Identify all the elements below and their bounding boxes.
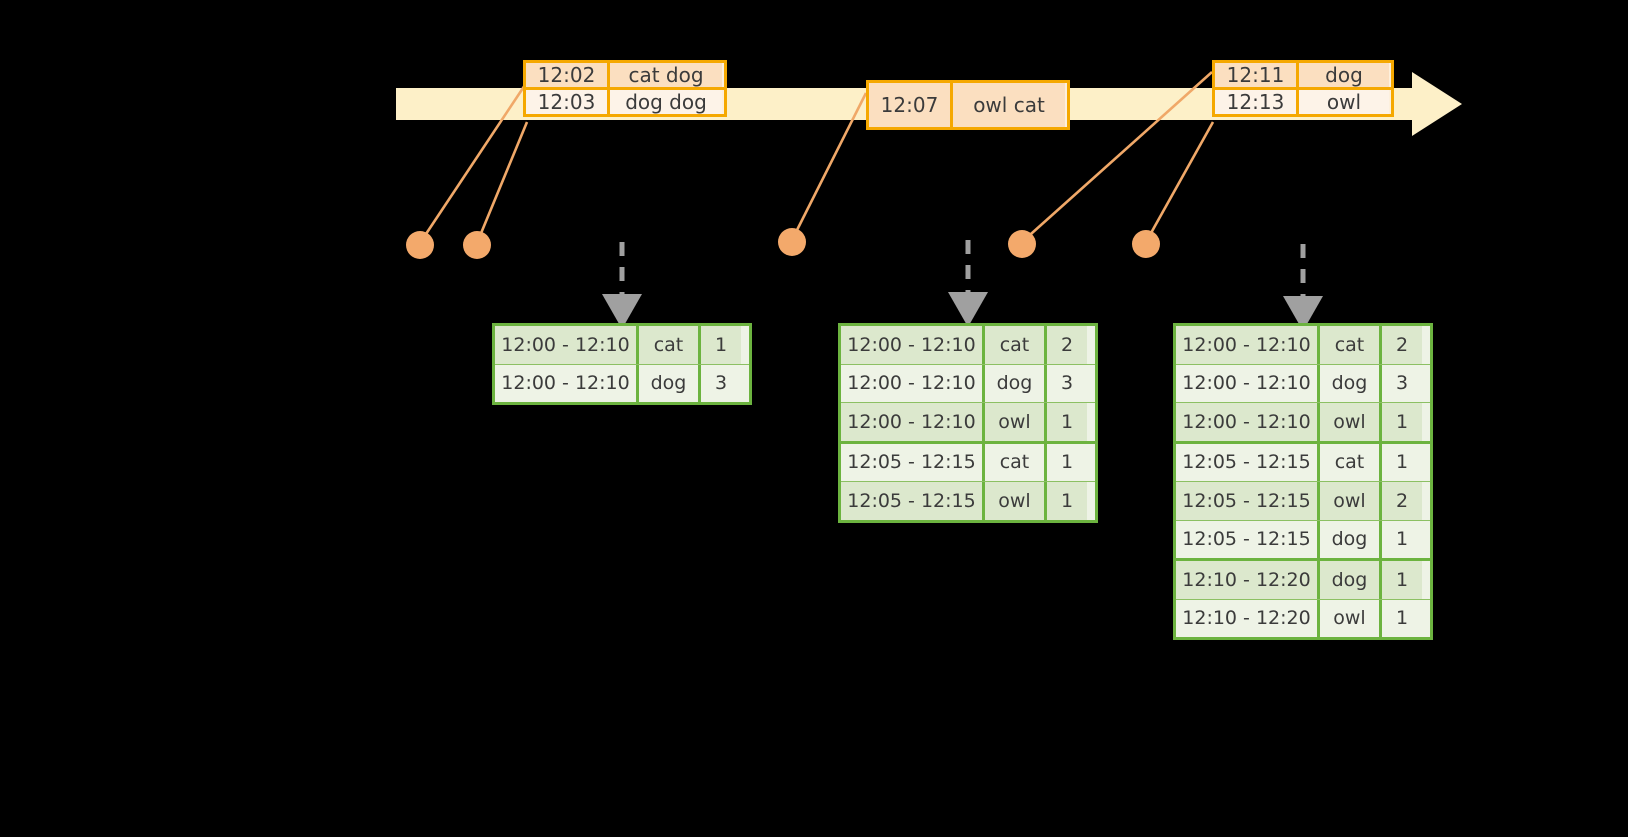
table-row[interactable]: 12:00 - 12:10 cat 1 xyxy=(495,326,749,364)
window-cell: 12:00 - 12:10 xyxy=(495,326,639,364)
event-row[interactable]: 12:13 owl xyxy=(1215,87,1391,114)
table-row[interactable]: 12:00 - 12:10 dog 3 xyxy=(1176,363,1430,402)
count-cell: 2 xyxy=(1047,326,1087,364)
window-cell: 12:00 - 12:10 xyxy=(1176,403,1320,441)
table-row[interactable]: 12:10 - 12:20 owl 1 xyxy=(1176,598,1430,637)
word-cell: cat xyxy=(1320,326,1382,364)
event-words: owl xyxy=(1299,90,1389,114)
word-cell: dog xyxy=(1320,520,1382,558)
table-row[interactable]: 12:05 - 12:15 owl 2 xyxy=(1176,481,1430,520)
count-cell: 1 xyxy=(1382,520,1422,558)
count-cell: 1 xyxy=(701,326,741,364)
word-cell: cat xyxy=(1320,443,1382,481)
word-cell: cat xyxy=(985,443,1047,481)
event-group-3[interactable]: 12:11 dog 12:13 owl xyxy=(1212,60,1394,117)
table-row[interactable]: 12:05 - 12:15 dog 1 xyxy=(1176,519,1430,558)
event-row[interactable]: 12:03 dog dog xyxy=(526,87,724,114)
event-time: 12:07 xyxy=(869,83,953,127)
word-cell: dog xyxy=(639,364,701,402)
word-cell: owl xyxy=(985,403,1047,441)
window-cell: 12:00 - 12:10 xyxy=(495,364,639,402)
window-cell: 12:10 - 12:20 xyxy=(1176,599,1320,637)
count-cell: 2 xyxy=(1382,326,1422,364)
window-cell: 12:00 - 12:10 xyxy=(841,364,985,402)
event-dots xyxy=(406,228,1160,259)
result-table-3[interactable]: 12:00 - 12:10 cat 2 12:00 - 12:10 dog 3 … xyxy=(1173,323,1433,640)
word-cell: cat xyxy=(985,326,1047,364)
word-cell: dog xyxy=(1320,561,1382,599)
count-cell: 1 xyxy=(1047,403,1087,441)
event-dot xyxy=(1008,230,1036,258)
window-cell: 12:05 - 12:15 xyxy=(1176,443,1320,481)
event-words: cat dog xyxy=(610,63,722,87)
table-row[interactable]: 12:10 - 12:20 dog 1 xyxy=(1176,558,1430,599)
table-row[interactable]: 12:00 - 12:10 owl 1 xyxy=(841,402,1095,441)
window-cell: 12:05 - 12:15 xyxy=(1176,520,1320,558)
window-cell: 12:10 - 12:20 xyxy=(1176,561,1320,599)
event-row[interactable]: 12:11 dog xyxy=(1215,63,1391,87)
event-row[interactable]: 12:07 owl cat xyxy=(869,83,1067,127)
word-cell: owl xyxy=(1320,599,1382,637)
count-cell: 1 xyxy=(1382,599,1422,637)
window-cell: 12:05 - 12:15 xyxy=(841,482,985,520)
dashed-arrows xyxy=(602,240,1323,331)
event-dot xyxy=(1132,230,1160,258)
count-cell: 1 xyxy=(1382,403,1422,441)
event-dot xyxy=(778,228,806,256)
window-cell: 12:00 - 12:10 xyxy=(841,326,985,364)
count-cell: 3 xyxy=(701,364,741,402)
window-cell: 12:05 - 12:15 xyxy=(841,443,985,481)
word-cell: owl xyxy=(1320,403,1382,441)
event-group-1[interactable]: 12:02 cat dog 12:03 dog dog xyxy=(523,60,727,117)
window-cell: 12:00 - 12:10 xyxy=(841,403,985,441)
event-row[interactable]: 12:02 cat dog xyxy=(526,63,724,87)
table-row[interactable]: 12:00 - 12:10 dog 3 xyxy=(495,363,749,402)
event-dot xyxy=(463,231,491,259)
count-cell: 1 xyxy=(1382,443,1422,481)
window-cell: 12:05 - 12:15 xyxy=(1176,482,1320,520)
event-words: dog xyxy=(1299,63,1389,87)
table-row[interactable]: 12:05 - 12:15 cat 1 xyxy=(841,440,1095,481)
table-row[interactable]: 12:00 - 12:10 cat 2 xyxy=(841,326,1095,364)
count-cell: 3 xyxy=(1382,364,1422,402)
word-cell: owl xyxy=(985,482,1047,520)
table-row[interactable]: 12:00 - 12:10 dog 3 xyxy=(841,363,1095,402)
count-cell: 1 xyxy=(1047,482,1087,520)
count-cell: 1 xyxy=(1047,443,1087,481)
word-cell: owl xyxy=(1320,482,1382,520)
table-row[interactable]: 12:05 - 12:15 cat 1 xyxy=(1176,440,1430,481)
event-words: dog dog xyxy=(610,90,722,114)
window-cell: 12:00 - 12:10 xyxy=(1176,364,1320,402)
event-words: owl cat xyxy=(953,83,1065,127)
event-time: 12:02 xyxy=(526,63,610,87)
table-row[interactable]: 12:00 - 12:10 owl 1 xyxy=(1176,402,1430,441)
count-cell: 1 xyxy=(1382,561,1422,599)
event-dot xyxy=(406,231,434,259)
table-row[interactable]: 12:00 - 12:10 cat 2 xyxy=(1176,326,1430,364)
event-time: 12:03 xyxy=(526,90,610,114)
word-cell: dog xyxy=(1320,364,1382,402)
window-cell: 12:00 - 12:10 xyxy=(1176,326,1320,364)
result-table-1[interactable]: 12:00 - 12:10 cat 1 12:00 - 12:10 dog 3 xyxy=(492,323,752,405)
event-time: 12:13 xyxy=(1215,90,1299,114)
count-cell: 3 xyxy=(1047,364,1087,402)
word-cell: dog xyxy=(985,364,1047,402)
word-cell: cat xyxy=(639,326,701,364)
event-time: 12:11 xyxy=(1215,63,1299,87)
result-table-2[interactable]: 12:00 - 12:10 cat 2 12:00 - 12:10 dog 3 … xyxy=(838,323,1098,523)
table-row[interactable]: 12:05 - 12:15 owl 1 xyxy=(841,481,1095,520)
count-cell: 2 xyxy=(1382,482,1422,520)
event-group-2[interactable]: 12:07 owl cat xyxy=(866,80,1070,130)
